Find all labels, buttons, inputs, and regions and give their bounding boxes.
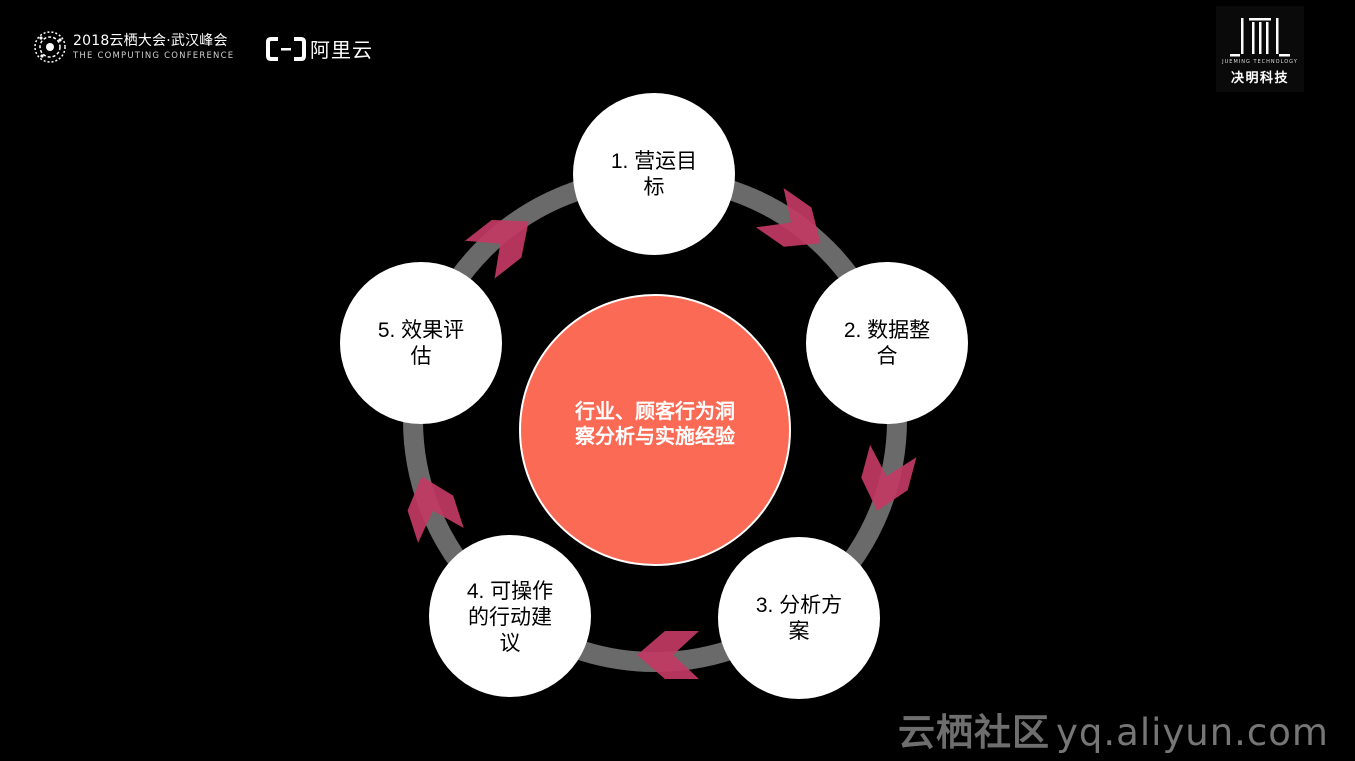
step-4-line-3: 议 xyxy=(500,632,521,655)
step-node-2: 2. 数据整 合 xyxy=(806,262,968,424)
aliyun-label: 阿里云 xyxy=(310,38,373,62)
step-node-4: 4. 可操作 的行动建 议 xyxy=(429,535,591,697)
flow-arrow-icon xyxy=(861,444,917,511)
step-5-line-1: 5. 效果评 xyxy=(378,319,464,342)
watermark-url: yq.aliyun.com xyxy=(1056,711,1329,754)
partner-name: 决明科技 xyxy=(1230,71,1289,86)
step-1-circle xyxy=(573,93,735,255)
step-node-3: 3. 分析方 案 xyxy=(718,537,880,699)
step-1-line-1: 1. 营运目 xyxy=(611,150,697,173)
step-5-circle xyxy=(340,262,502,424)
step-node-1: 1. 营运目 标 xyxy=(573,93,735,255)
center-text-line-1: 行业、顾客行为洞 xyxy=(574,399,735,423)
step-2-line-2: 合 xyxy=(877,345,898,368)
aliyun-logo: 阿里云 xyxy=(266,34,373,63)
flow-arrow-icon xyxy=(407,476,464,543)
step-4-line-1: 4. 可操作 xyxy=(467,580,553,603)
step-3-line-1: 3. 分析方 xyxy=(756,594,842,617)
step-4-line-2: 的行动建 xyxy=(468,606,552,629)
cycle-arrows xyxy=(407,187,917,679)
partner-logo: JUEMING TECHNOLOGY 决明科技 xyxy=(1216,6,1304,92)
partner-mark-icon xyxy=(1230,18,1290,57)
step-1-line-2: 标 xyxy=(644,176,665,199)
partner-subtitle: JUEMING TECHNOLOGY xyxy=(1222,59,1298,65)
aliyun-mark-icon xyxy=(266,36,306,61)
watermark-name: 云栖社区 xyxy=(898,711,1050,754)
conference-logo-group: 2018云栖大会·武汉峰会 THE COMPUTING CONFERENCE xyxy=(33,30,234,64)
conference-subtitle: THE COMPUTING CONFERENCE xyxy=(73,50,235,61)
flow-arrow-icon xyxy=(465,219,529,279)
conference-title: 2018云栖大会·武汉峰会 xyxy=(73,32,228,49)
step-4-circle xyxy=(429,535,591,697)
center-text-line-2: 察分析与实施经验 xyxy=(575,424,735,448)
step-3-line-2: 案 xyxy=(789,620,810,643)
step-5-line-2: 估 xyxy=(411,345,432,368)
step-2-circle xyxy=(806,262,968,424)
flow-arrow-icon xyxy=(637,631,699,679)
center-node: 行业、顾客行为洞 察分析与实施经验 xyxy=(519,294,791,566)
center-circle xyxy=(519,294,791,566)
conference-text: 2018云栖大会·武汉峰会 THE COMPUTING CONFERENCE xyxy=(73,34,234,61)
step-3-circle xyxy=(718,537,880,699)
step-node-5: 5. 效果评 估 xyxy=(340,262,502,424)
conference-logo-icon xyxy=(34,31,66,63)
step-2-line-1: 2. 数据整 xyxy=(844,319,930,342)
flow-arrow-icon xyxy=(756,187,821,247)
